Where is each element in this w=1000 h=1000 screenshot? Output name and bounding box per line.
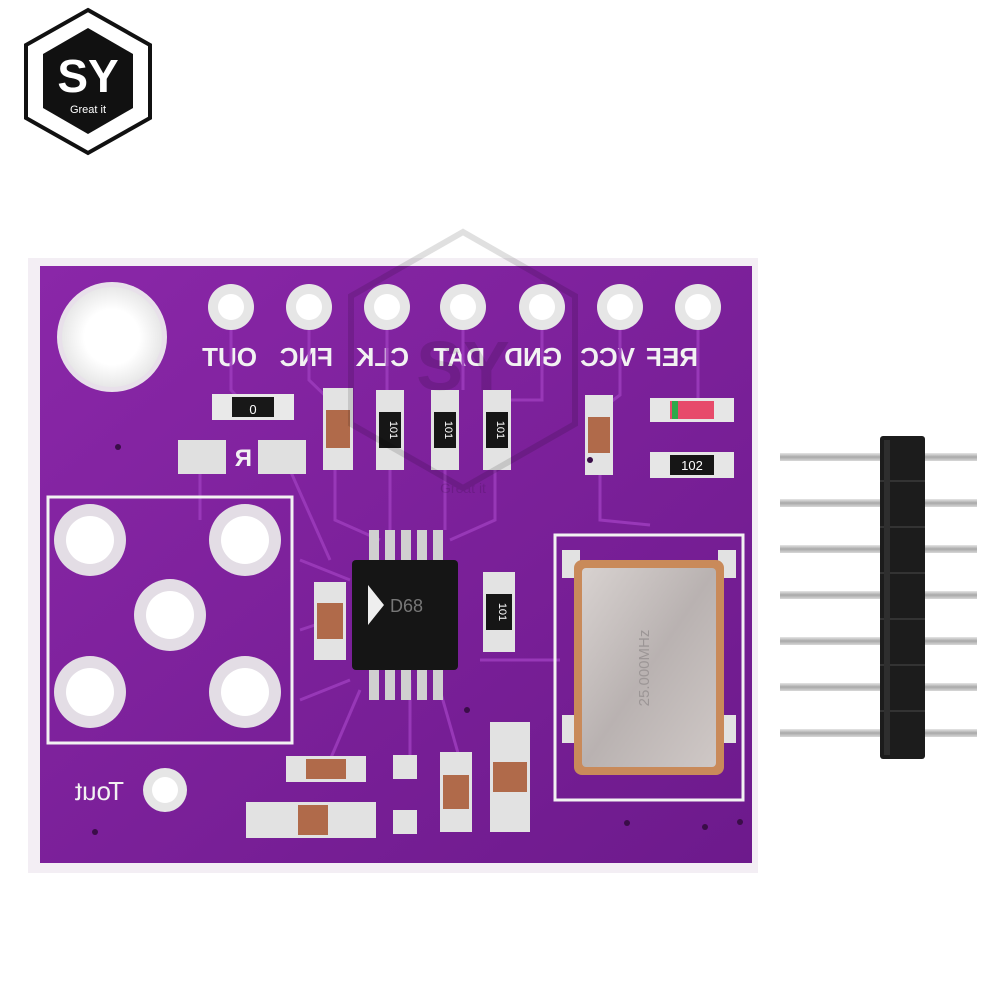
pin-label-gnd: GND bbox=[504, 342, 562, 372]
pad-out bbox=[675, 284, 721, 330]
pin-label-vcc: VCC bbox=[580, 342, 635, 372]
resistor-code-3: 101 bbox=[494, 421, 506, 439]
pcb-board: REF VCC GND DAT CLK FNC OUT bbox=[28, 258, 758, 873]
tout-testpoint: Tout bbox=[74, 768, 187, 812]
vias bbox=[92, 444, 743, 835]
resistor-code-2: 101 bbox=[442, 421, 454, 439]
watermark-letters: SY bbox=[416, 327, 509, 405]
watermark-tagline: Great it bbox=[440, 480, 486, 496]
pad-vcc bbox=[286, 284, 332, 330]
pad-dat bbox=[440, 284, 486, 330]
connector-outline bbox=[46, 495, 294, 745]
header-housing bbox=[880, 436, 925, 759]
watermark: SY Great it bbox=[348, 228, 578, 496]
dds-chip: D68 bbox=[352, 530, 458, 700]
pin-label-dat: DAT bbox=[433, 342, 485, 372]
logo-letters: SY bbox=[57, 50, 118, 102]
pad-gnd bbox=[364, 284, 410, 330]
oscillator-marking: 25.000MHz bbox=[636, 630, 653, 707]
smd-components-bottom bbox=[246, 722, 530, 838]
smd-components-top: 0 R 101 101 101 bbox=[178, 388, 734, 478]
pin-header-strip bbox=[780, 436, 977, 759]
header-pins-right bbox=[925, 453, 977, 737]
tout-label: Tout bbox=[74, 776, 124, 806]
resistor-code-0: 0 bbox=[249, 402, 256, 417]
pin-label-clk: CLK bbox=[355, 342, 409, 372]
resistor-code-102: 102 bbox=[681, 458, 703, 473]
pin-labels: REF VCC GND DAT CLK FNC OUT bbox=[202, 342, 698, 372]
logo-tagline: Great it bbox=[70, 104, 106, 116]
header-pins-left bbox=[780, 453, 880, 737]
pin-label-fnc: FNC bbox=[279, 342, 333, 372]
chip-marking: D68 bbox=[390, 596, 423, 616]
pad-fnc bbox=[597, 284, 643, 330]
resistor-code-4: 101 bbox=[496, 603, 508, 621]
brand-logo: SY Great it bbox=[24, 7, 152, 156]
crystal-oscillator: 25.000MHz bbox=[553, 533, 745, 802]
pin-label-ref: REF bbox=[646, 342, 698, 372]
r-label: R bbox=[235, 445, 252, 472]
pad-ref bbox=[208, 284, 254, 330]
pin-header-pads bbox=[208, 284, 721, 330]
pad-clk bbox=[519, 284, 565, 330]
smd-components-mid: 101 bbox=[314, 572, 515, 660]
resistor-code-1: 101 bbox=[387, 421, 399, 439]
mounting-hole bbox=[57, 282, 167, 392]
sma-connector-pads bbox=[54, 504, 281, 728]
